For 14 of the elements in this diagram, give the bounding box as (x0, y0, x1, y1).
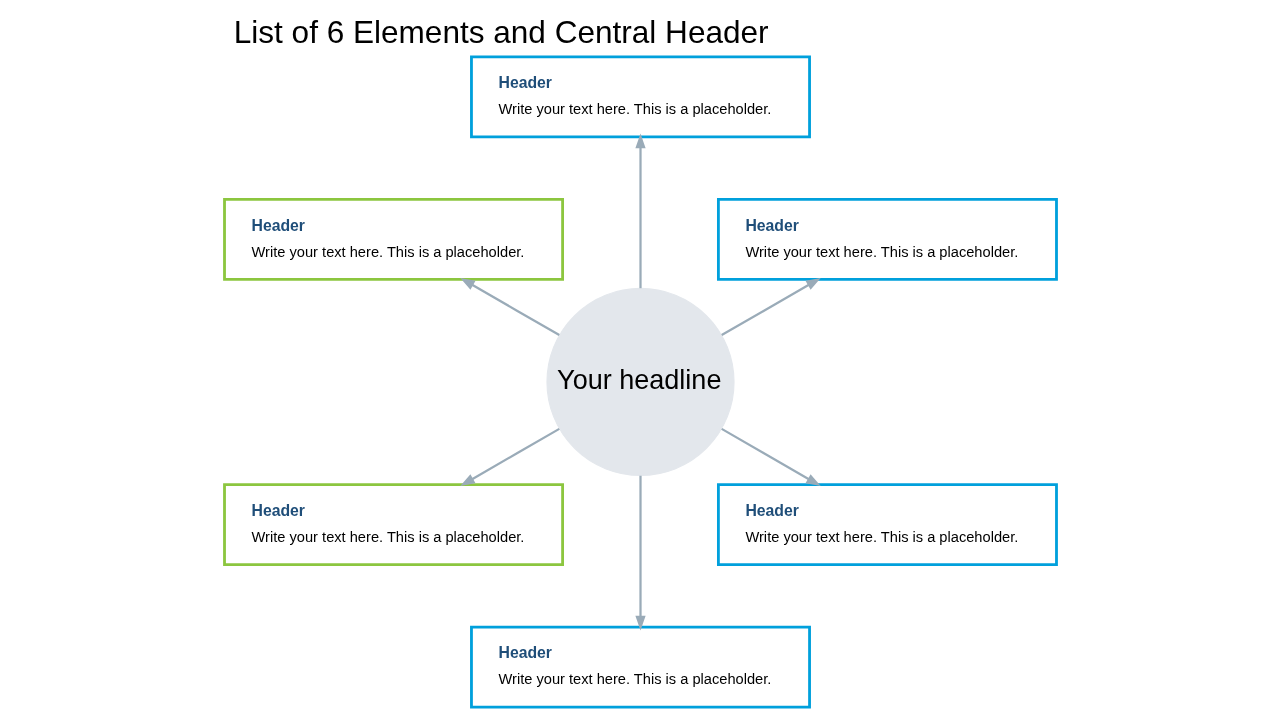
node-box: Header Write your text here. This is a placeholder. (222, 198, 564, 281)
node-box: Header Write your text here. This is a placeholder. (469, 625, 811, 709)
node-box: Header Write your text here. This is a placeholder. (469, 55, 811, 139)
diagram-title: List of 6 Elements and Central Header (233, 13, 769, 50)
arrow (634, 475, 646, 631)
arrow (720, 427, 821, 487)
arrow (459, 277, 560, 337)
node-box: Header Write your text here. This is a placeholder. (222, 483, 564, 566)
node-circle: Your headline (545, 287, 735, 477)
node-box: Header Write your text here. This is a placeholder. (716, 483, 1058, 566)
arrow (720, 277, 821, 337)
node-box: Header Write your text here. This is a placeholder. (716, 198, 1058, 281)
arrow (459, 427, 560, 487)
arrow (634, 133, 646, 289)
